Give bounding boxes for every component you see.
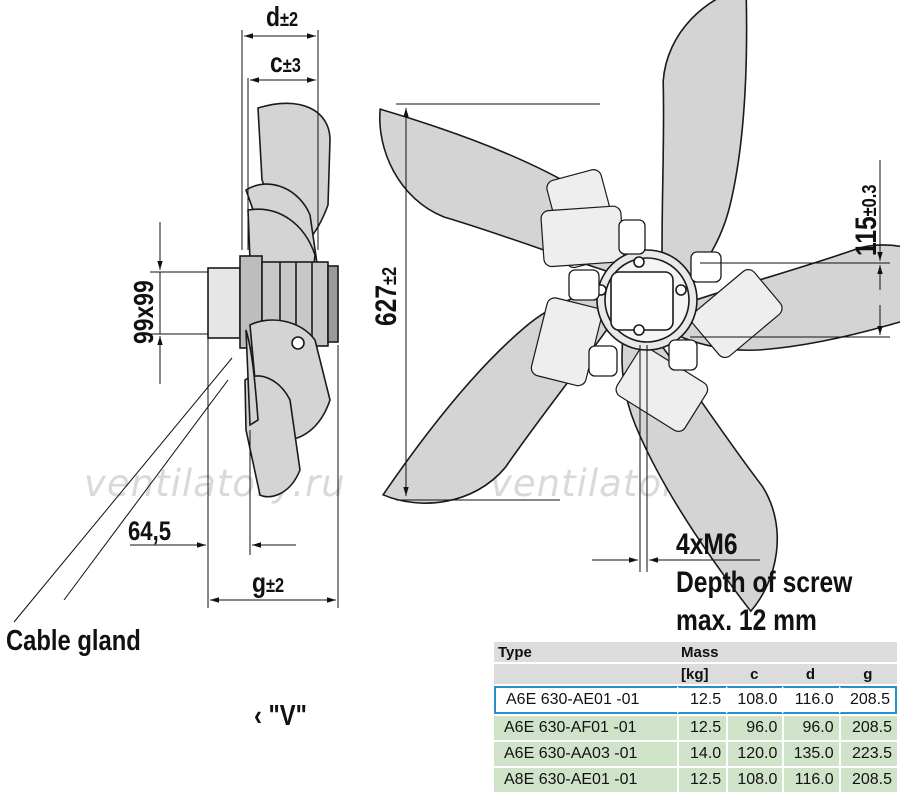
table-subheader-row: [kg] c d g: [494, 664, 897, 684]
cell-g: 208.5: [838, 716, 897, 740]
cell-d: 96.0: [782, 716, 839, 740]
cell-d: 116.0: [782, 768, 839, 792]
screw-label: 4xM6: [676, 528, 738, 561]
table-row[interactable]: A6E 630-AA03 -01 14.0 120.0 135.0 223.5: [494, 742, 897, 766]
dim-offset-label: 115±0.3: [849, 185, 883, 256]
dim-c-label: c±3: [270, 48, 301, 79]
front-view-dimensions: [396, 103, 890, 572]
cell-type: A6E 630-AA03 -01: [494, 742, 677, 766]
dimension-texts: d±2 c±3 99x99 627±2 115±0.3 64,5 g±2: [128, 2, 883, 599]
header-g: g: [838, 664, 897, 684]
table-row[interactable]: A6E 630-AE01 -01 12.5 108.0 116.0 208.5: [494, 686, 897, 714]
header-mass-unit: [kg]: [677, 664, 727, 684]
cable-gland-label: Cable gland: [6, 625, 141, 657]
dim-square-label: 99x99: [129, 280, 160, 344]
cell-c: 120.0: [726, 742, 783, 766]
cell-c: 108.0: [726, 686, 783, 714]
screw-depth-line1: Depth of screw: [676, 566, 853, 599]
cell-mass: 12.5: [677, 768, 727, 792]
cell-type: A6E 630-AE01 -01: [494, 686, 677, 714]
table-row[interactable]: A6E 630-AF01 -01 12.5 96.0 96.0 208.5: [494, 716, 897, 740]
side-view-dimensions: [13, 30, 339, 623]
dim-g-label: g±2: [252, 568, 284, 599]
cell-type: A8E 630-AE01 -01: [494, 768, 677, 792]
cell-mass: 12.5: [677, 686, 727, 714]
watermark-left: ventilatory.ru: [84, 462, 346, 505]
header-mass: Mass: [677, 642, 727, 662]
spec-table: Type Mass [kg] c d g A6E 630-AE01 -01 12…: [494, 640, 897, 794]
cell-mass: 14.0: [677, 742, 727, 766]
cell-mass: 12.5: [677, 716, 727, 740]
front-view: [378, 0, 900, 613]
header-c: c: [726, 664, 783, 684]
header-d: d: [782, 664, 839, 684]
cell-g: 208.5: [838, 768, 897, 792]
cell-g: 208.5: [838, 686, 897, 714]
view-v-label: ‹ "V": [254, 700, 307, 732]
side-view: [207, 102, 339, 498]
screw-depth-line2: max. 12 mm: [676, 604, 817, 637]
cell-g: 223.5: [838, 742, 897, 766]
header-type: Type: [494, 642, 677, 662]
cell-c: 96.0: [726, 716, 783, 740]
dim-d-label: d±2: [266, 2, 298, 33]
table-header-row: Type Mass: [494, 642, 897, 662]
cell-d: 116.0: [782, 686, 839, 714]
dim-645-label: 64,5: [128, 517, 171, 547]
table-row[interactable]: A8E 630-AE01 -01 12.5 108.0 116.0 208.5: [494, 768, 897, 792]
cell-d: 135.0: [782, 742, 839, 766]
cell-c: 108.0: [726, 768, 783, 792]
cell-type: A6E 630-AF01 -01: [494, 716, 677, 740]
dim-diameter-label: 627±2: [369, 267, 403, 326]
